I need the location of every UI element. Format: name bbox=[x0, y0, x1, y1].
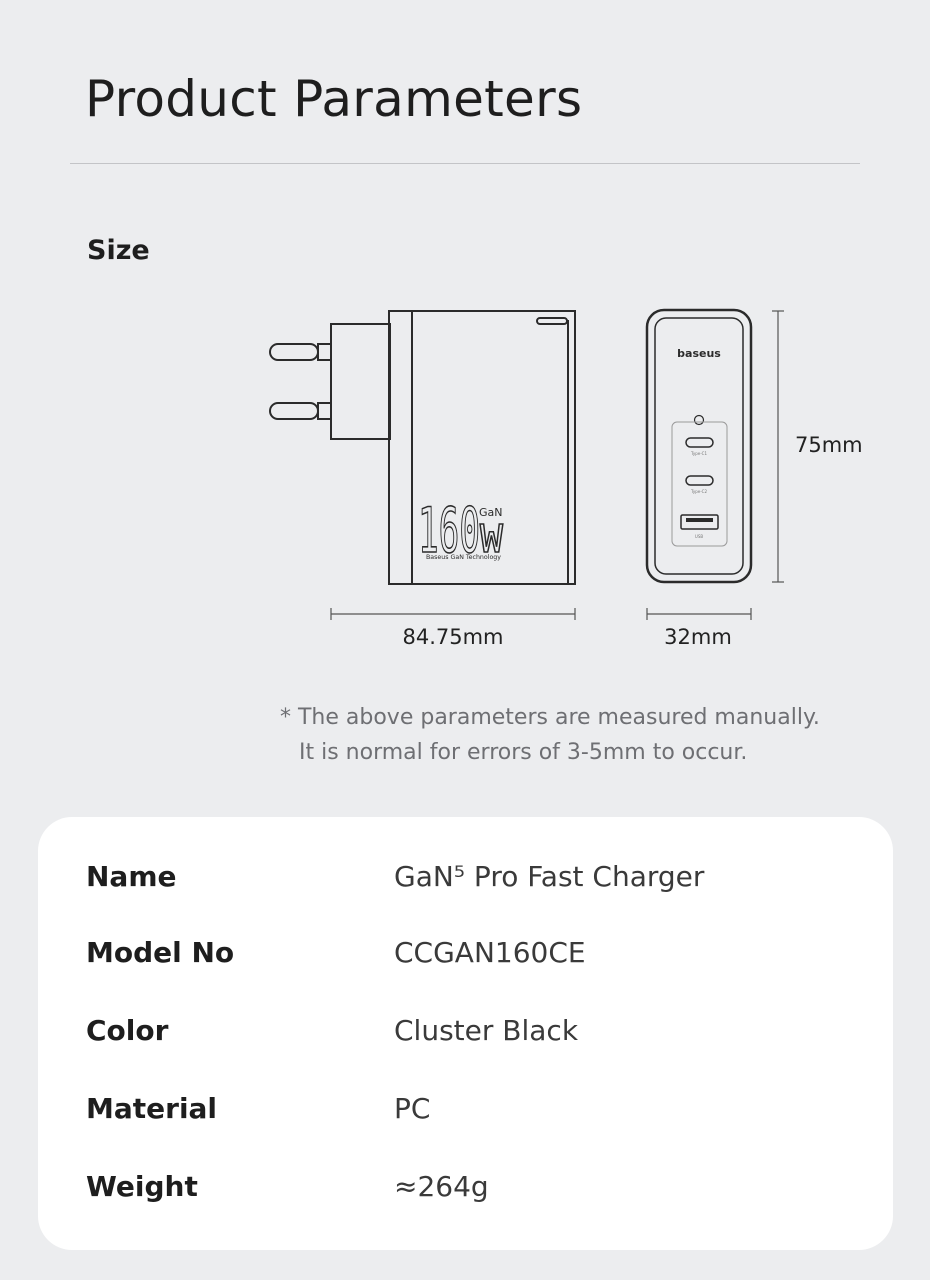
spec-row-material: Material PC bbox=[38, 1092, 893, 1132]
title-divider bbox=[70, 163, 860, 164]
dimension-lines bbox=[330, 310, 784, 620]
brand-logo: baseus bbox=[677, 347, 721, 360]
plug-prongs-illustration bbox=[269, 323, 391, 440]
front-outer-shell bbox=[645, 308, 753, 584]
spec-key: Color bbox=[86, 1014, 169, 1047]
power-label: 160 bbox=[418, 494, 480, 567]
spec-card: Name GaN⁵ Pro Fast Charger Model No CCGA… bbox=[38, 817, 893, 1250]
usb-a-port bbox=[680, 514, 719, 530]
prong-bottom-collar bbox=[317, 402, 332, 420]
charger-side-view bbox=[388, 310, 576, 585]
tech-label: Baseus GaN Technology bbox=[426, 553, 501, 561]
spec-row-color: Color Cluster Black bbox=[38, 1014, 893, 1054]
spec-value: Cluster Black bbox=[394, 1014, 579, 1047]
width-label: 32mm bbox=[664, 625, 732, 649]
usb-a-tongue bbox=[686, 518, 713, 522]
spec-key: Material bbox=[86, 1092, 218, 1125]
front-inner-panel bbox=[654, 317, 744, 575]
usb-c-port-1 bbox=[685, 437, 714, 448]
side-notch bbox=[536, 317, 568, 325]
charger-side-body bbox=[388, 310, 576, 585]
note-line-1: * The above parameters are measured manu… bbox=[280, 705, 820, 730]
spec-key: Name bbox=[86, 860, 177, 893]
prong-bottom bbox=[269, 402, 319, 420]
spec-row-model: Model No CCGAN160CE bbox=[38, 936, 893, 976]
size-section-label: Size bbox=[87, 235, 150, 266]
port-panel bbox=[671, 421, 728, 547]
spec-value: PC bbox=[394, 1092, 431, 1125]
power-unit: W bbox=[480, 517, 503, 561]
length-label: 84.75mm bbox=[402, 625, 503, 649]
port-label-c1: Type-C1 bbox=[690, 451, 707, 456]
prong-top-collar bbox=[317, 343, 332, 361]
prong-top bbox=[269, 343, 319, 361]
port-label-usb: USB bbox=[695, 534, 703, 539]
measurement-note: * The above parameters are measured manu… bbox=[280, 700, 820, 770]
spec-row-weight: Weight ≈264g bbox=[38, 1170, 893, 1210]
spec-key: Weight bbox=[86, 1170, 198, 1203]
usb-c-port-2 bbox=[685, 475, 714, 486]
spec-row-name: Name GaN⁵ Pro Fast Charger bbox=[38, 860, 893, 900]
spec-value: ≈264g bbox=[394, 1170, 489, 1203]
spec-value: GaN⁵ Pro Fast Charger bbox=[394, 860, 705, 893]
note-line-2: It is normal for errors of 3-5mm to occu… bbox=[299, 740, 748, 765]
spec-value: CCGAN160CE bbox=[394, 936, 586, 969]
plug-base bbox=[330, 323, 391, 440]
indicator-icon bbox=[693, 414, 705, 426]
charger-front-view: baseus Type-C1 Type-C2 USB bbox=[645, 308, 753, 584]
port-label-c2: Type-C2 bbox=[690, 489, 707, 494]
page-title: Product Parameters bbox=[85, 70, 583, 128]
power-emblem: 160 W GaN Baseus GaN Technology bbox=[417, 493, 504, 568]
gan-label: GaN bbox=[479, 506, 503, 519]
spec-key: Model No bbox=[86, 936, 235, 969]
size-diagram: 160 W GaN Baseus GaN Technology baseus T… bbox=[269, 308, 863, 649]
height-label: 75mm bbox=[795, 433, 863, 457]
